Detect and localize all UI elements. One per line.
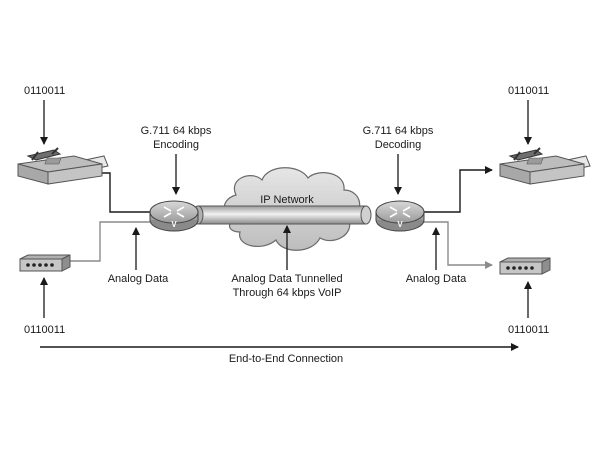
binary-top-right: 0110011	[508, 85, 549, 97]
router-right-glyph: V	[397, 220, 403, 229]
codec-left-line2: Encoding	[153, 139, 199, 151]
fax-machine-icon	[499, 147, 591, 185]
modem-right-line	[424, 221, 493, 269]
fax-right-line	[424, 166, 493, 213]
codec-right-line1: G.711 64 kbps	[363, 125, 434, 137]
fax-machine-icon	[17, 147, 109, 185]
codec-right-line2: Decoding	[375, 139, 421, 151]
analog-left-label: Analog Data	[108, 273, 169, 285]
ip-network-label: IP Network	[260, 194, 314, 206]
tunnel-line1: Analog Data Tunnelled	[231, 273, 342, 285]
binary-top-left: 0110011	[24, 85, 65, 97]
voice-router-icon	[149, 200, 199, 232]
voice-router-icon	[375, 200, 425, 232]
binary-bottom-right: 0110011	[508, 324, 549, 336]
end-to-end-label: End-to-End Connection	[229, 353, 343, 365]
fax-left-line	[100, 172, 150, 213]
tunnel-line2: Through 64 kbps VoIP	[233, 287, 342, 299]
modem-left-line	[70, 221, 150, 262]
binary-bottom-left: 0110011	[24, 324, 65, 336]
modem-icon	[499, 257, 551, 275]
codec-left-line1: G.711 64 kbps	[141, 125, 212, 137]
router-left-glyph: V	[171, 220, 177, 229]
voip-tunnel-tube	[192, 205, 372, 225]
modem-icon	[19, 254, 71, 272]
analog-right-label: Analog Data	[406, 273, 467, 285]
